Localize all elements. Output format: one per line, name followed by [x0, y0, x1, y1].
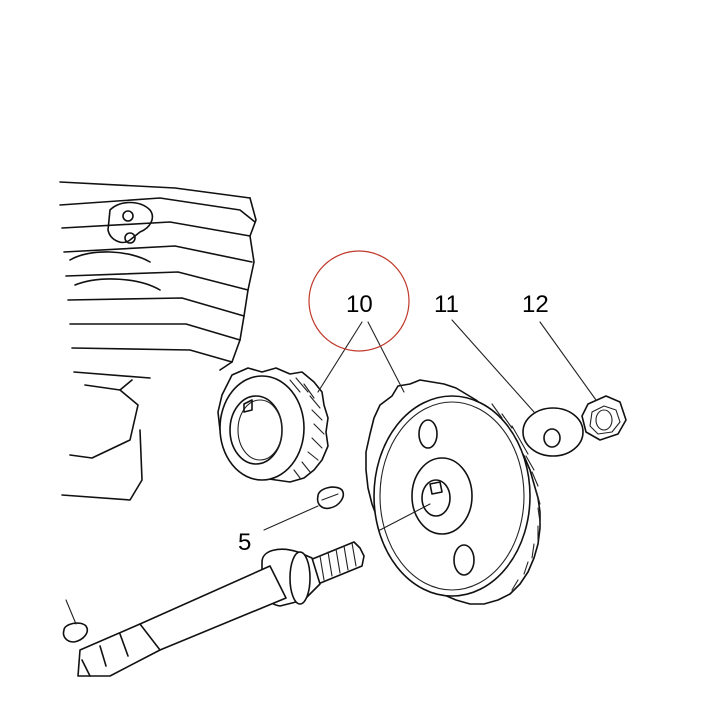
callout-5: 5 [238, 529, 251, 556]
shaft-key [62, 622, 89, 643]
woodruff-key [316, 486, 345, 510]
highlight-circle [308, 250, 410, 352]
callout-12: 12 [522, 291, 549, 318]
cylinder-block [59, 181, 257, 501]
large-cam-gear [365, 379, 541, 605]
small-drive-gear [217, 367, 329, 483]
callout-11: 11 [434, 291, 459, 318]
washer [522, 407, 584, 457]
leader-lines [65, 319, 597, 625]
hex-nut [581, 395, 627, 441]
camshaft [77, 541, 365, 677]
callout-10: 10 [346, 291, 373, 318]
